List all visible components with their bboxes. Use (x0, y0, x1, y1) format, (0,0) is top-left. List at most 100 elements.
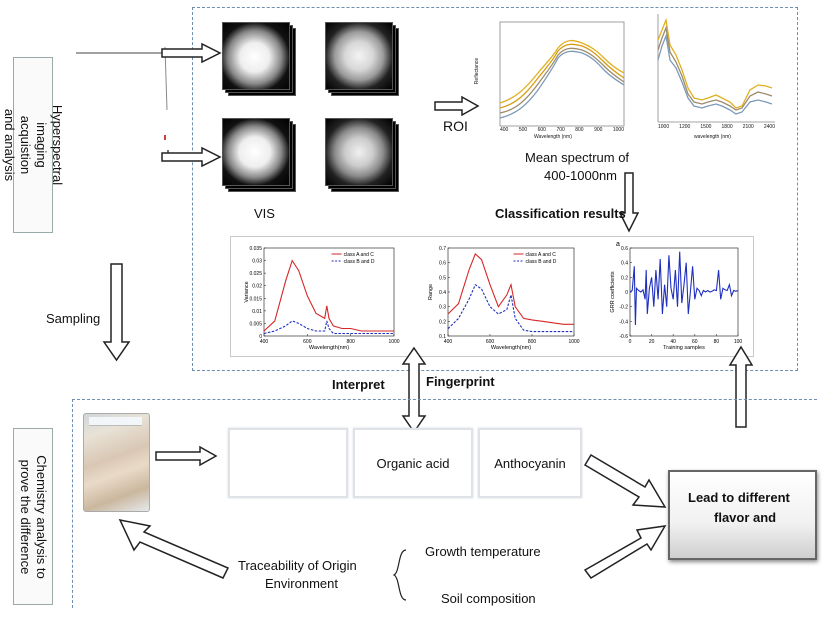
interpret-label: Interpret (332, 377, 385, 392)
fingerprint-label: Fingerprint (426, 374, 495, 389)
x-tick-label: 1000 (388, 339, 399, 345)
y-tick-label: 0.5 (439, 275, 446, 281)
x-axis-label: Wavelength(nm) (491, 345, 531, 351)
arrow-to-top-image (161, 42, 222, 64)
x-tick-label: 0 (629, 339, 632, 345)
series-line-1 (263, 320, 394, 335)
chemistry-side-label: Chemistry analysis to prove the differen… (13, 428, 53, 605)
classification-results-label: Classification results (495, 206, 626, 221)
traceability-line2: Environment (265, 576, 338, 591)
arrow-to-chemistry-boxes (155, 445, 218, 467)
plot-frame (263, 247, 395, 337)
chemistry-section-frame (72, 399, 817, 608)
x-tick-label: 40 (670, 339, 676, 345)
x-tick-label: 20 (649, 339, 655, 345)
arrow-to-roi (434, 95, 480, 117)
chemistry-side-label-line2: prove the difference (18, 459, 34, 574)
x-tick-label: 800 (346, 339, 355, 345)
mean-spectrum-caption-2: 400-1000nm (544, 168, 617, 183)
arrow-to-bottom-image (161, 146, 222, 168)
arrow-down-to-classification (618, 172, 640, 233)
legend-label: class A and C (526, 252, 557, 258)
y-tick-label: 0.025 (249, 271, 262, 277)
hyperspectral-section-frame (192, 7, 798, 371)
y-axis-label: Range (428, 284, 434, 300)
x-tick-label: 1000 (568, 339, 579, 345)
x-tick-label: 100 (734, 339, 743, 345)
spectrum-2-xlabel: wavelength (nm) (694, 134, 731, 140)
y-tick-label: 0.1 (439, 334, 446, 340)
sampling-arrow-down (102, 263, 131, 362)
y-tick-label: 0.3 (439, 305, 446, 311)
arrow-to-result (583, 453, 667, 508)
y-tick-label: -0.2 (619, 305, 628, 311)
y-tick-label: 0.2 (621, 275, 628, 281)
y-tick-label: 0.02 (252, 284, 262, 290)
y-tick-label: 0.6 (621, 246, 628, 252)
y-tick-label: 0.035 (249, 246, 262, 252)
y-axis-label: Variance (244, 281, 250, 302)
y-tick-label: -0.6 (619, 334, 628, 340)
y-tick-label: 0.005 (249, 321, 262, 327)
y-tick-label: 0 (625, 290, 628, 296)
sample-bag-image (83, 413, 150, 512)
grr-coefficients-chart: -0.6 -0.4 -0.2 0 0.2 0.4 0.6 0 20 40 60 80 100Traini… (610, 241, 743, 351)
y-tick-label: 0.2 (439, 319, 446, 325)
x-tick-label: 400 (444, 339, 453, 345)
variance-chart: 0 0.005 0.01 0.015 0.02 0.025 0.03 0.035 400 600 8… (244, 246, 400, 351)
y-tick-label: 0.4 (621, 261, 628, 267)
y-tick-label: 0.4 (439, 290, 446, 296)
x-tick-label: 800 (528, 339, 537, 345)
series-line-0 (263, 259, 394, 332)
mean-spectrum-caption-1: Mean spectrum of (525, 150, 630, 165)
traceability-line1: Traceability of Origin (238, 558, 357, 573)
range-chart: 0.1 0.2 0.3 0.4 0.5 0.6 0.7 400 600 800 1000Wavele… (428, 246, 580, 351)
arrow-back-to-sample (118, 518, 230, 579)
legend-label: class B and D (526, 259, 557, 265)
x-axis-label: Wavelength(nm) (309, 345, 349, 351)
result-box: Lead to different flavor and (668, 470, 817, 560)
chart-title: a (616, 241, 620, 248)
hyperspectral-side-label: Hyperspectral imaging acquistion and ana… (2, 57, 65, 233)
legend-label: class B and D (344, 259, 375, 265)
x-tick-label: 600 (486, 339, 495, 345)
y-tick-label: 0.015 (249, 296, 262, 302)
spectrum-1-xlabel: Wavelength (nm) (534, 134, 572, 140)
series-line-0 (447, 252, 574, 325)
chemistry-side-label-line1: Chemistry analysis to (34, 454, 50, 579)
classification-charts-panel (230, 236, 754, 357)
series-line-1 (447, 283, 574, 333)
chemistry-box-anthocyanin: Anthocyanin (478, 428, 582, 498)
x-tick-label: 80 (714, 339, 720, 345)
series-line-0 (629, 251, 739, 326)
factor-soil-composition: Soil composition (441, 591, 536, 606)
vis-label: VIS (254, 206, 275, 221)
y-tick-label: 0 (259, 334, 262, 340)
y-axis-label: GRR coefficients (610, 271, 616, 312)
spectrum-1-ylabel: Reflectance (474, 57, 481, 85)
y-tick-label: 0.6 (439, 261, 446, 267)
factor-growth-temperature: Growth temperature (425, 544, 541, 559)
y-tick-label: 0.03 (252, 259, 262, 265)
y-tick-label: 0.7 (439, 246, 446, 252)
factors-brace (392, 549, 407, 601)
sampling-label: Sampling (46, 311, 101, 326)
x-tick-label: 400 (260, 339, 269, 345)
result-line2: flavor and (714, 510, 777, 525)
chemistry-box-organic-acid: Organic acid (353, 428, 473, 498)
x-tick-label: 600 (303, 339, 312, 345)
roi-label: ROI (443, 118, 468, 134)
legend-label: class A and C (344, 252, 375, 258)
x-tick-label: 60 (692, 339, 698, 345)
arrow-up-to-classification (728, 345, 754, 428)
y-tick-label: -0.4 (619, 319, 628, 325)
result-line1: Lead to different (688, 490, 790, 505)
chemistry-box-empty (228, 428, 348, 498)
arrow-from-factors-to-result (583, 525, 667, 579)
y-tick-label: 0.01 (252, 309, 262, 315)
x-axis-label: Training samples (663, 345, 705, 351)
